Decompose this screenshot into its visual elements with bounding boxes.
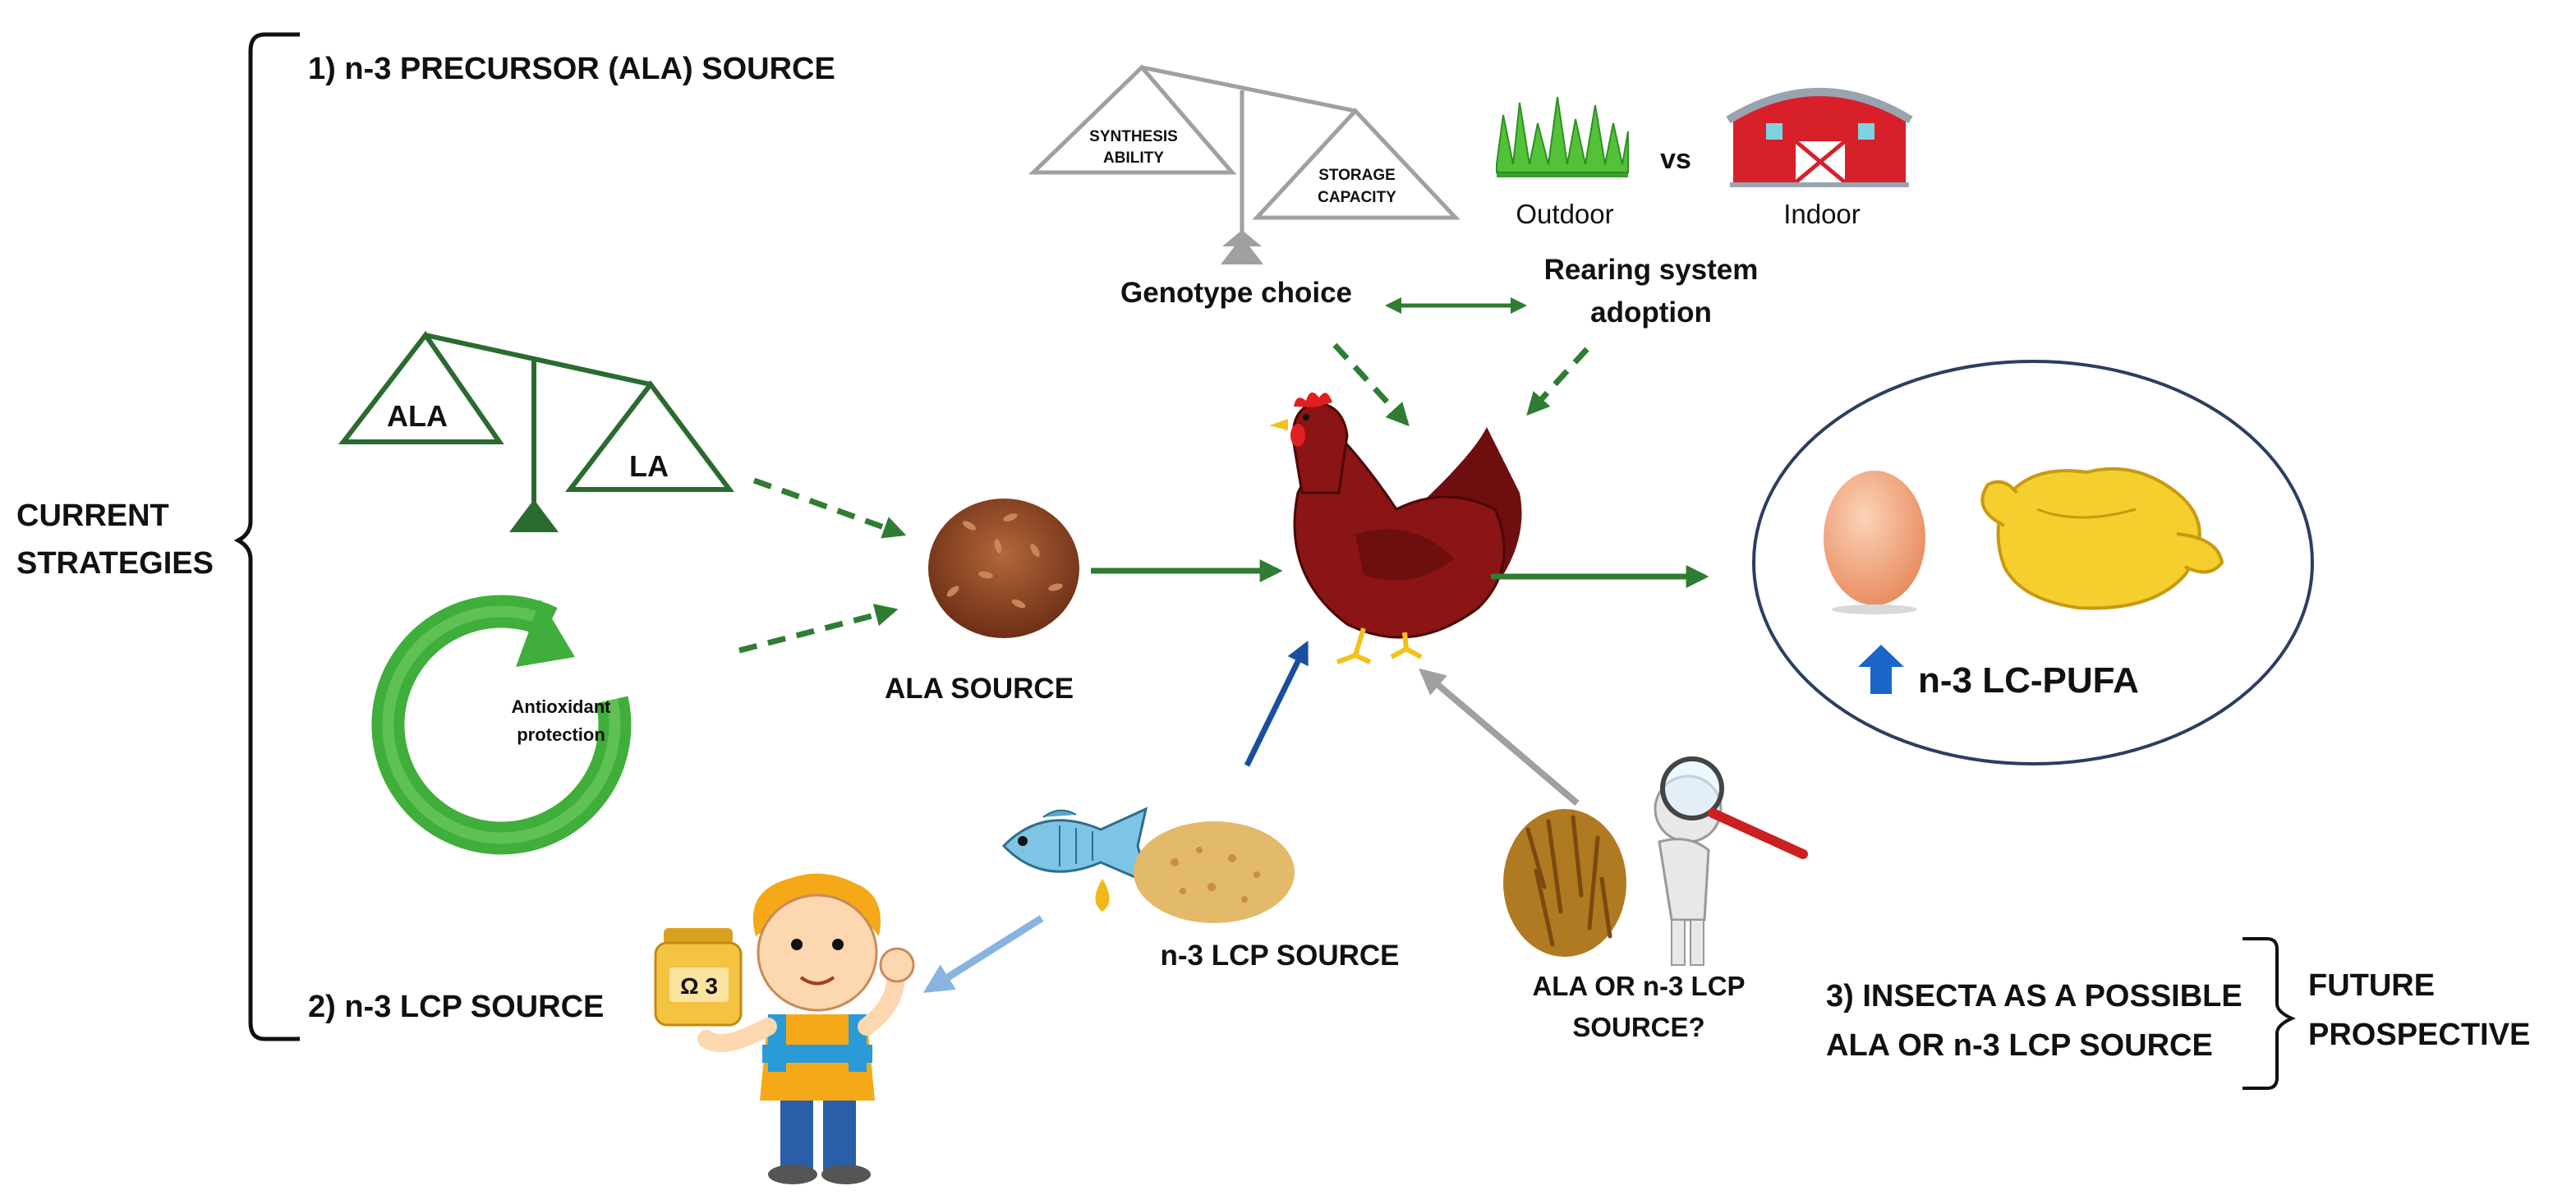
outdoor-label: Outdoor: [1516, 199, 1613, 229]
future-label-line2: PROSPECTIVE: [2308, 1018, 2530, 1052]
storage-capacity-line2: CAPACITY: [1318, 189, 1396, 206]
genotype-choice-label: Genotype choice: [1120, 277, 1352, 309]
balance-to-ala-source-arrow: [752, 477, 907, 539]
flaxseed-icon: [928, 499, 1079, 638]
section3-line2: ALA OR n-3 LCP SOURCE: [1826, 1028, 2213, 1063]
antioxidant-label-line1: Antioxidant: [512, 696, 612, 717]
antioxidant-to-ala-source-arrow: [738, 604, 899, 654]
larvae-icon: [1503, 809, 1626, 957]
oil-drop-icon: [1095, 879, 1110, 912]
magnifier-figure-icon: [1654, 756, 1808, 966]
n3-lcp-source-label: n-3 LCP SOURCE: [1160, 940, 1399, 972]
future-prospective-bracket: [2242, 937, 2296, 1090]
child-icon: [697, 873, 915, 1184]
fish-to-child-arrow: [922, 915, 1044, 993]
genotype-to-hen-arrow: [1332, 342, 1410, 427]
ala-source-label: ALA SOURCE: [885, 673, 1074, 705]
roast-chicken-icon: [1980, 467, 2224, 610]
synthesis-ability-line2: ABILITY: [1103, 149, 1164, 167]
rearing-system-line1: Rearing system: [1544, 254, 1759, 286]
lcp-to-hen-arrow: [1244, 640, 1309, 767]
vs-label: vs: [1660, 144, 1691, 175]
la-label: LA: [629, 449, 669, 483]
up-arrow-icon: [1858, 645, 1904, 694]
rearing-system-line2: adoption: [1590, 296, 1712, 329]
synthesis-ability-line1: SYNTHESIS: [1089, 128, 1178, 145]
ala-label: ALA: [387, 399, 448, 433]
fish-icon: [1001, 807, 1151, 885]
section2-title: 2) n-3 LCP SOURCE: [308, 990, 604, 1024]
genotype-balance-scale-icon: [1028, 64, 1460, 264]
current-strategies-label-line2: STRATEGIES: [16, 546, 214, 581]
fishmeal-icon: [1134, 821, 1295, 923]
insect-question-line1: ALA OR n-3 LCP: [1532, 971, 1745, 1001]
storage-capacity-line1: STORAGE: [1318, 167, 1396, 184]
barn-icon: [1726, 88, 1913, 187]
omega3-jar-icon: [654, 928, 743, 1027]
grass-icon: [1496, 96, 1629, 177]
future-label-line1: FUTURE: [2308, 968, 2435, 1003]
current-strategies-bracket: [233, 32, 300, 1041]
antioxidant-label-line2: protection: [517, 724, 605, 745]
indoor-label: Indoor: [1783, 199, 1861, 229]
pufa-label: n-3 LC-PUFA: [1918, 660, 2139, 701]
antioxidant-cycle-icon: [371, 595, 632, 855]
rearing-to-hen-arrow: [1526, 347, 1589, 416]
hen-icon: [1269, 392, 1522, 664]
insects-to-hen-arrow: [1419, 668, 1580, 807]
section1-title: 1) n-3 PRECURSOR (ALA) SOURCE: [308, 52, 835, 86]
insect-question-line2: SOURCE?: [1572, 1012, 1704, 1042]
ala-la-balance-scale-icon: [338, 330, 734, 532]
omega3-label: Ω 3: [680, 973, 718, 999]
egg-icon: [1824, 471, 1925, 614]
current-strategies-label-line1: CURRENT: [16, 499, 169, 533]
section3-line1: 3) INSECTA AS A POSSIBLE: [1826, 979, 2242, 1013]
